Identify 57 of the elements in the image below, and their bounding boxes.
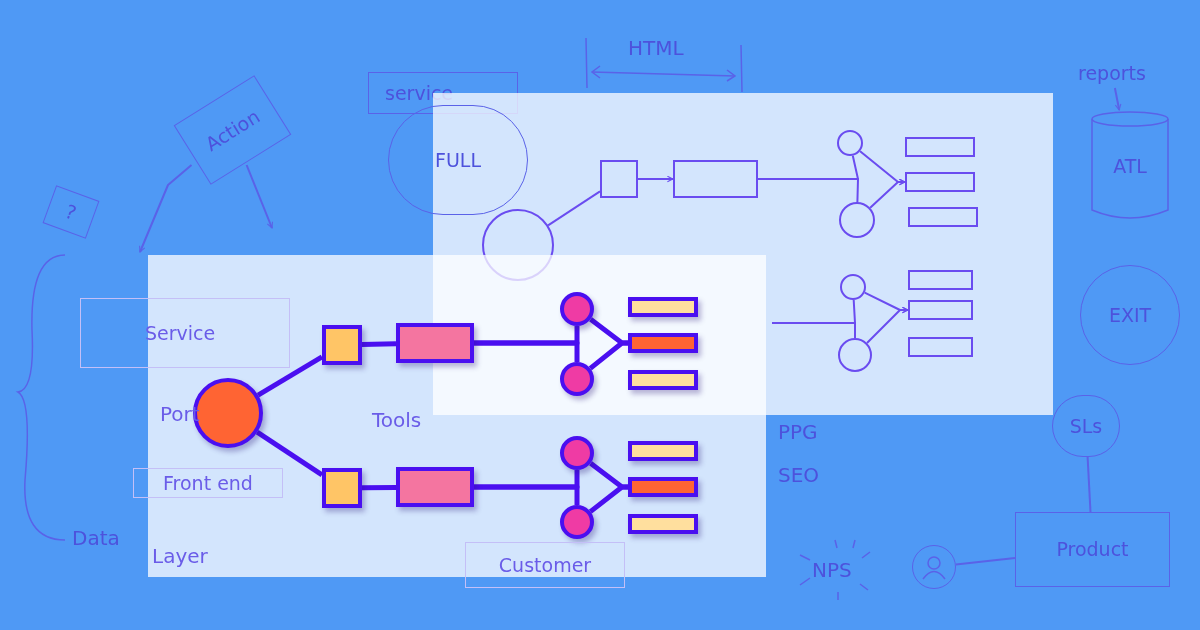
- connector-line: [256, 354, 324, 398]
- connector-line: [361, 341, 397, 348]
- arrow: [869, 178, 906, 209]
- sketch-text: reports: [1078, 63, 1146, 83]
- sketch-text: NPS: [812, 560, 852, 580]
- connector-line: [757, 178, 859, 203]
- sketch-bar: [908, 270, 973, 290]
- sketch-text: ?: [63, 201, 79, 223]
- output-bar: [628, 441, 698, 461]
- connector-line: [474, 340, 580, 362]
- sketch-text: Front end: [163, 473, 253, 493]
- sketch-text: SEO: [778, 465, 820, 485]
- connector-line: [954, 557, 1016, 566]
- sketch-text: Layer: [152, 546, 208, 566]
- connector-line: [771, 322, 856, 339]
- sketch-bar: [905, 137, 975, 157]
- connector-line: [1086, 456, 1092, 513]
- sketch-text: FULL: [435, 150, 481, 170]
- sketch-cylinder: [1090, 110, 1170, 222]
- sketch-bar: [908, 207, 978, 227]
- arrow: [637, 175, 674, 183]
- sketch-text: HTML: [628, 38, 684, 58]
- sketch-bar: [908, 337, 973, 357]
- sketch-square: [600, 160, 638, 198]
- sketch-text: Data: [72, 528, 120, 548]
- sketch-box: [673, 160, 758, 198]
- connector-line: [361, 484, 397, 491]
- arrow: [1113, 87, 1122, 111]
- sketch-text: EXIT: [1108, 305, 1152, 325]
- sketch-text: PPG: [778, 422, 818, 442]
- arrow: [866, 306, 909, 344]
- connector-line: [547, 190, 601, 227]
- sketch-box: [133, 468, 283, 498]
- sketch-text: ATL: [1113, 156, 1147, 176]
- process-box: [396, 467, 474, 507]
- sketch-box: [1015, 512, 1170, 587]
- sketch-bar: [905, 172, 975, 192]
- output-bar: [628, 297, 698, 317]
- square-node: [322, 468, 362, 508]
- output-bar: [628, 370, 698, 390]
- sketch-text: service: [385, 83, 454, 103]
- square-node: [322, 325, 362, 365]
- sketch-box: [465, 542, 625, 588]
- connector-line: [255, 430, 324, 477]
- arrow: [139, 164, 193, 253]
- output-bar: [628, 477, 698, 497]
- sketch-box: [80, 298, 290, 368]
- arrow: [245, 164, 274, 229]
- sketch-text: Product: [1056, 540, 1129, 559]
- output-bar: [628, 333, 698, 353]
- connector-line: [474, 484, 580, 505]
- sketch-text: SLs: [1069, 416, 1103, 436]
- output-bar: [628, 514, 698, 534]
- sketch-text: Tools: [372, 410, 422, 430]
- process-box: [396, 323, 474, 363]
- sketch-text: Customer: [498, 555, 592, 575]
- sketch-bar: [908, 300, 973, 320]
